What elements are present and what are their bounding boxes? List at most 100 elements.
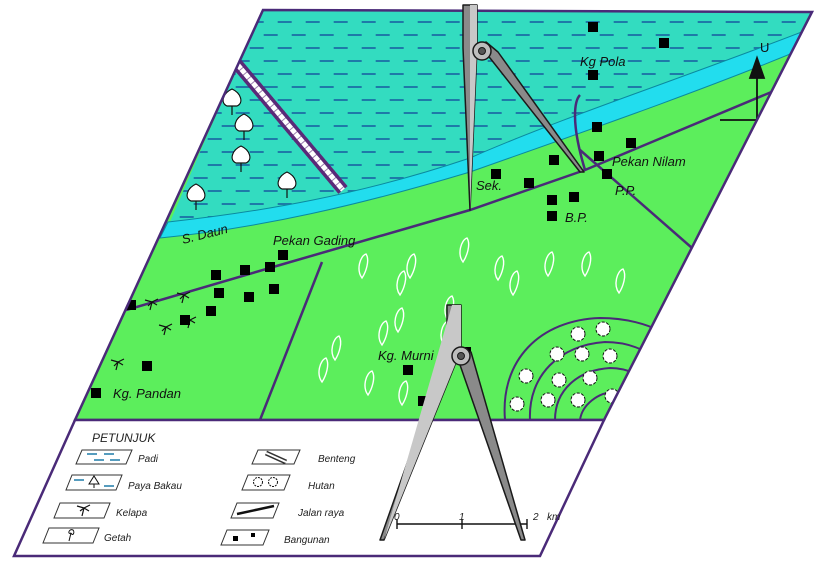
forest-tree (509, 396, 525, 412)
forest-tree (549, 346, 565, 362)
building (142, 361, 152, 371)
legend-hutan-label: Hutan (308, 481, 335, 492)
legend-forest-icon (241, 474, 291, 491)
legend-paya-bakau-label: Paya Bakau (128, 481, 182, 492)
label-pp: P.P. (615, 183, 636, 198)
legend-bangunan-label: Bangunan (284, 535, 330, 546)
coconut-palm (176, 291, 191, 304)
building (211, 270, 221, 280)
map-area: U Kg Pola Pekan Nilam P.P. Sek. B.P. Pek… (75, 10, 812, 420)
scale-tick-2: 2 (532, 512, 539, 523)
building (547, 195, 557, 205)
building (418, 396, 428, 406)
building (626, 138, 636, 148)
forest-tree (602, 348, 618, 364)
mangrove-tree (277, 171, 297, 198)
divider-top-icon (462, 4, 585, 211)
rubber-tree (378, 320, 389, 347)
forest-trees (509, 321, 620, 412)
legend-panel: PETUNJUK Padi Paya Bakau Kelapa (12, 418, 606, 558)
building (569, 192, 579, 202)
scale-unit: km (547, 512, 560, 523)
label-pekan-nilam: Pekan Nilam (612, 154, 686, 169)
label-pekan-gading: Pekan Gading (273, 233, 356, 248)
rubber-tree (615, 268, 626, 295)
label-sek: Sek. (476, 178, 502, 193)
legend-coconut-icon (53, 502, 111, 519)
legend-benteng-label: Benteng (318, 454, 356, 465)
legend-padi-label: Padi (138, 454, 159, 465)
building (594, 151, 604, 161)
rubber-tree (331, 335, 342, 362)
scale-bar (396, 519, 528, 529)
coconut-palm (110, 358, 125, 371)
building (524, 178, 534, 188)
river-s-daun (159, 27, 812, 239)
forest-tree (574, 346, 590, 362)
label-kg-pandan: Kg. Pandan (113, 386, 181, 401)
legend-title: PETUNJUK (92, 431, 156, 445)
building (547, 211, 557, 221)
label-bp: B.P. (565, 210, 588, 225)
mangrove-tree (234, 113, 254, 140)
legend-jalan-raya-label: Jalan raya (297, 508, 345, 519)
forest-tree (570, 326, 586, 342)
legend-building-icon (220, 529, 270, 546)
rubber-tree (494, 255, 505, 282)
building (588, 22, 598, 32)
building (549, 155, 559, 165)
label-kg-murni: Kg. Murni (378, 348, 435, 363)
coconut-palm (158, 323, 173, 336)
forest-tree (540, 392, 556, 408)
rubber-tree (459, 237, 470, 264)
building (240, 265, 250, 275)
mangrove-tree (186, 183, 206, 210)
legend-rubber-icon (42, 527, 100, 544)
building (659, 38, 669, 48)
forest-tree (595, 321, 611, 337)
building (269, 284, 279, 294)
building (206, 306, 216, 316)
fort-wall (232, 60, 348, 194)
legend-road-icon (230, 502, 280, 519)
mangrove-tree (231, 145, 251, 172)
building (214, 288, 224, 298)
rubber-tree (394, 307, 405, 334)
rubber-tree (358, 253, 369, 280)
rubber-tree (318, 357, 329, 384)
building (265, 262, 275, 272)
rubber-tree (398, 380, 409, 407)
building (588, 70, 598, 80)
building (244, 292, 254, 302)
building (403, 365, 413, 375)
rubber-tree (364, 370, 375, 397)
rubber-tree (544, 251, 555, 278)
building (592, 122, 602, 132)
building (602, 169, 612, 179)
building (91, 388, 101, 398)
label-kg-pola: Kg Pola (580, 54, 626, 69)
building (491, 169, 501, 179)
building (126, 300, 136, 310)
scale-tick-1: 1 (459, 512, 465, 523)
forest-tree (570, 392, 586, 408)
legend-fort-icon (251, 449, 301, 465)
forest-tree (518, 368, 534, 384)
legend-getah-label: Getah (104, 533, 132, 544)
building (180, 315, 190, 325)
legend-mangrove-icon (65, 474, 123, 491)
scale-tick-0: 0 (394, 512, 400, 523)
legend-padi-icon (75, 449, 133, 465)
rubber-tree (509, 270, 520, 297)
forest-tree (582, 370, 598, 386)
forest-tree (551, 372, 567, 388)
legend-kelapa-label: Kelapa (116, 508, 148, 519)
rubber-tree (581, 251, 592, 278)
coconut-palm (144, 298, 159, 311)
compass-north-label: U (760, 40, 769, 55)
building (278, 250, 288, 260)
rubber-tree (396, 270, 407, 297)
divider-bottom-icon (379, 304, 526, 541)
